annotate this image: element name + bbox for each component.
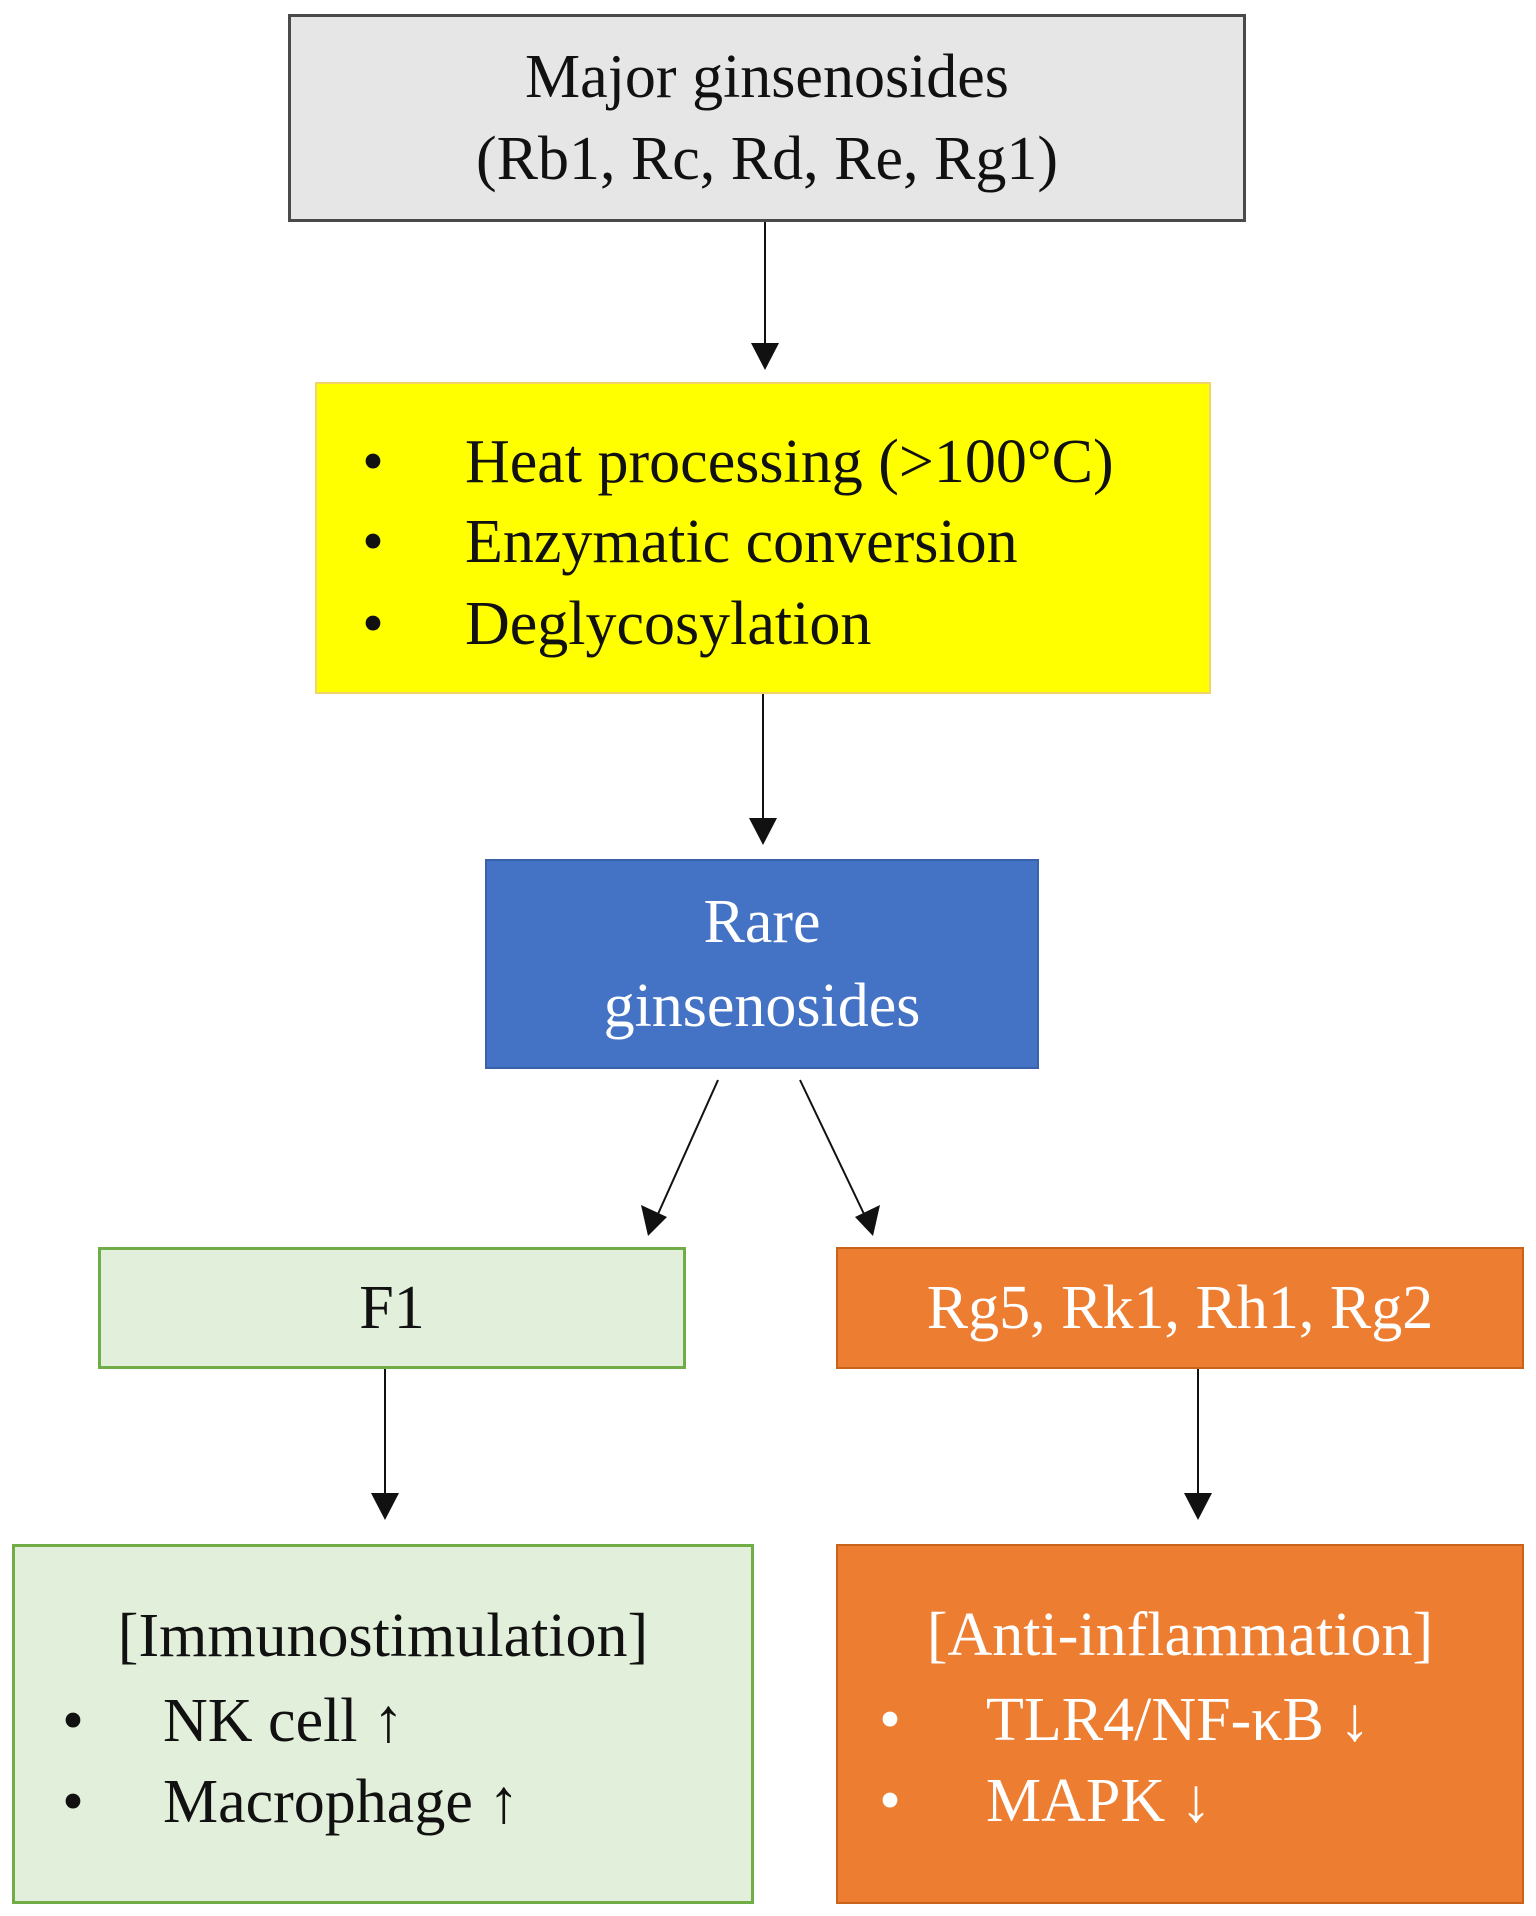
processing-methods-box: • Heat processing (>100°C) • Enzymatic c…: [315, 382, 1211, 694]
rare-ginsenosides-line1: Rare: [703, 888, 821, 956]
rg-compounds-box: Rg5, Rk1, Rh1, Rg2: [836, 1247, 1524, 1369]
f1-label: F1: [359, 1273, 425, 1342]
processing-item-label: Deglycosylation: [465, 590, 872, 658]
arrow-rare-to-f1: [641, 1079, 719, 1236]
anti-inflammation-box: [Anti-inflammation] • TLR4/NF-κB ↓ • MAP…: [836, 1544, 1524, 1904]
bullet-icon: •: [362, 508, 384, 576]
bullet-icon: •: [62, 1768, 84, 1836]
anti-item-label: TLR4/NF-κB ↓: [986, 1686, 1371, 1754]
rg-compounds-label: Rg5, Rk1, Rh1, Rg2: [926, 1273, 1434, 1342]
bullet-icon: •: [362, 428, 384, 496]
processing-item-label: Enzymatic conversion: [465, 508, 1018, 576]
anti-inflammation-heading: [Anti-inflammation]: [926, 1601, 1434, 1669]
rare-ginsenosides-box: Rare ginsenosides: [485, 859, 1039, 1069]
arrow-major-to-processing: [751, 222, 779, 370]
major-ginsenosides-list: (Rb1, Rc, Rd, Re, Rg1): [475, 125, 1059, 193]
bullet-icon: •: [62, 1687, 84, 1755]
arrow-f1-to-immuno: [371, 1369, 399, 1520]
processing-item-label: Heat processing (>100°C): [465, 428, 1114, 496]
arrow-rg-to-anti: [1184, 1369, 1212, 1520]
immunostimulation-box: [Immunostimulation] • NK cell ↑ • Macrop…: [12, 1544, 754, 1904]
immuno-item-label: NK cell ↑: [163, 1687, 405, 1755]
bullet-icon: •: [879, 1686, 901, 1754]
major-ginsenosides-title: Major ginsenosides: [525, 43, 1009, 111]
arrow-processing-to-rare: [749, 694, 777, 845]
bullet-icon: •: [879, 1767, 901, 1835]
f1-box: F1: [98, 1247, 686, 1369]
bullet-icon: •: [362, 590, 384, 658]
major-ginsenosides-box: Major ginsenosides (Rb1, Rc, Rd, Re, Rg1…: [288, 14, 1246, 222]
anti-item-label: MAPK ↓: [986, 1767, 1212, 1835]
immunostimulation-heading: [Immunostimulation]: [117, 1602, 649, 1670]
immuno-item-label: Macrophage ↑: [163, 1768, 520, 1836]
rare-ginsenosides-line2: ginsenosides: [603, 972, 921, 1040]
arrow-rare-to-rg: [799, 1079, 880, 1236]
